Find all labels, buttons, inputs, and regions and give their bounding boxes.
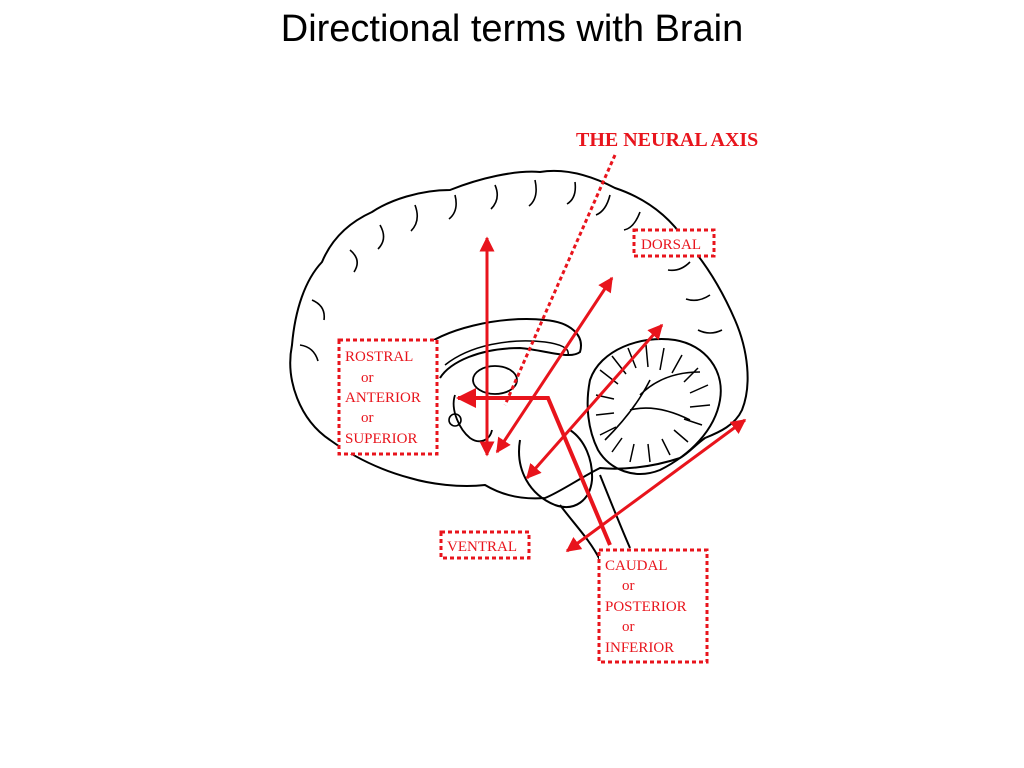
- ventral-label-box: [439, 530, 531, 560]
- neural-axis-dotted-line: [503, 154, 617, 406]
- caudal-label-line-3: POSTERIOR: [605, 599, 687, 615]
- caudal-label-line-1: CAUDAL: [605, 558, 668, 574]
- optic-chiasm: [448, 413, 462, 427]
- rostral-label-line-4: or: [361, 410, 374, 426]
- diagonal-arrow-2: [525, 323, 664, 480]
- caudal-label-box: [597, 548, 709, 664]
- dorsal-label: DORSAL: [641, 237, 701, 253]
- dorsal-label-box: [632, 228, 716, 258]
- cerebellum-arbor: [604, 371, 701, 441]
- pons: [518, 429, 594, 508]
- cerebrum-outline: [289, 169, 749, 500]
- rostral-label-line-5: SUPERIOR: [345, 431, 418, 447]
- neural-axis-title: THE NEURAL AXIS: [576, 129, 758, 151]
- cerebellum-folia: [595, 344, 711, 463]
- ventral-label: VENTRAL: [447, 539, 517, 555]
- corpus-callosum: [419, 318, 582, 379]
- rostral-label-box: [337, 338, 439, 456]
- thalamus: [472, 365, 518, 395]
- diagonal-arrow-1: [495, 276, 614, 454]
- gyri-folds: [299, 179, 723, 362]
- caudal-label-line-4: or: [622, 619, 635, 635]
- slide-title: Directional terms with Brain: [280, 8, 744, 50]
- diagonal-arrow-3: [565, 418, 747, 553]
- rostral-label-line-1: ROSTRAL: [345, 349, 413, 365]
- rostral-label-line-2: or: [361, 370, 374, 386]
- caudal-label-line-2: or: [622, 578, 635, 594]
- rostral-label-line-3: ANTERIOR: [345, 390, 421, 406]
- caudal-label-line-5: INFERIOR: [605, 640, 674, 656]
